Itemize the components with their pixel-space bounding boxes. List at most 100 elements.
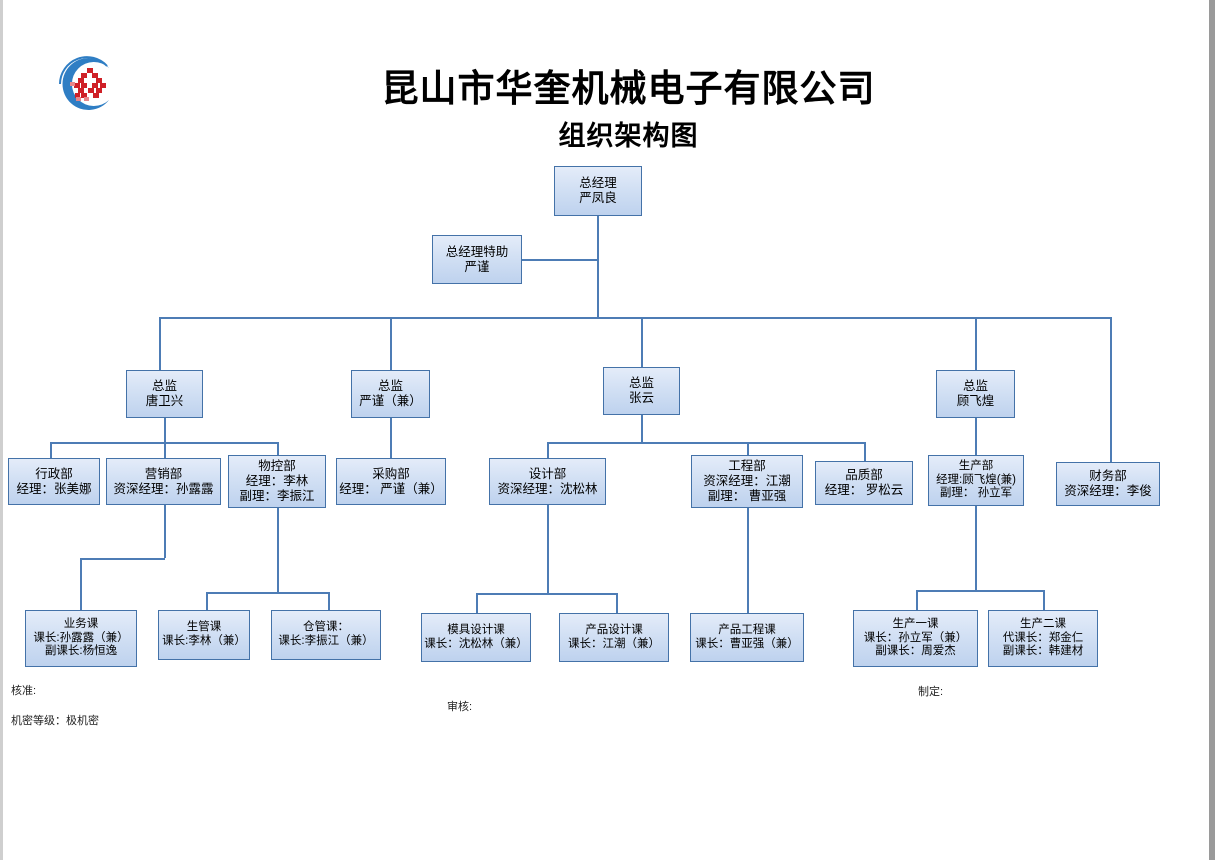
connector-admin-up bbox=[50, 442, 52, 458]
connector-design-down bbox=[547, 505, 549, 593]
node-dept-quality[interactable]: 品质部 经理： 罗松云 bbox=[815, 461, 913, 505]
node-line-2: 课长:李振江（兼） bbox=[278, 635, 374, 647]
connector-quality-up bbox=[864, 442, 866, 461]
connector-finance-up bbox=[1110, 317, 1112, 462]
node-dept-production[interactable]: 生产部 经理:顾飞煌(兼) 副理： 孙立军 bbox=[928, 455, 1024, 506]
node-line-2: 严谨（兼） bbox=[359, 394, 422, 408]
connector-dept-bus-mid bbox=[547, 442, 864, 444]
node-line-3: 副课长：韩建材 bbox=[1002, 645, 1084, 658]
footer-confidential: 机密等级：极机密 bbox=[11, 715, 99, 727]
node-line-2: 经理:顾飞煌(兼) bbox=[936, 473, 1016, 486]
node-line-1: 生产一课 bbox=[892, 618, 939, 631]
node-line-2: 严凤良 bbox=[579, 191, 617, 205]
node-section-product-design[interactable]: 产品设计课 课长：江潮（兼） bbox=[559, 613, 669, 662]
connector-pmc-bus bbox=[206, 592, 328, 594]
node-gm-assistant[interactable]: 总经理特助 严谨 bbox=[432, 235, 522, 284]
node-line-3: 副理： 孙立军 bbox=[939, 487, 1013, 500]
connector-dir1-down bbox=[164, 418, 166, 442]
node-line-2: 张云 bbox=[628, 391, 654, 405]
node-line-1: 财务部 bbox=[1089, 469, 1127, 484]
node-line-3: 副理：李振江 bbox=[239, 488, 315, 503]
connector-sec-wh-up bbox=[328, 592, 330, 610]
connector-sec-mold-up bbox=[476, 593, 478, 613]
node-dept-material-control[interactable]: 物控部 经理：李林 副理：李振江 bbox=[228, 455, 326, 508]
connector-sec-proddesign-up bbox=[616, 593, 618, 613]
node-line-2: 课长：孙立军（兼） bbox=[863, 631, 968, 644]
node-line-2: 课长:李林（兼） bbox=[162, 635, 246, 647]
node-section-mold-design[interactable]: 模具设计课 课长：沈松林（兼） bbox=[421, 613, 531, 662]
connector-gm-asst bbox=[522, 259, 598, 261]
node-line-1: 营销部 bbox=[144, 466, 183, 481]
connector-dir3-up bbox=[641, 317, 643, 367]
org-chart-canvas: 昆山市华奎机械电子有限公司 组织架构图 bbox=[3, 0, 1209, 860]
node-line-1: 工程部 bbox=[728, 459, 766, 474]
node-line-1: 总经理特助 bbox=[445, 244, 509, 259]
connector-director-bus bbox=[159, 317, 1111, 319]
node-dept-purchasing[interactable]: 采购部 经理： 严谨（兼） bbox=[336, 458, 446, 505]
node-line-1: 总监 bbox=[151, 379, 177, 394]
page-title: 昆山市华奎机械电子有限公司 bbox=[381, 69, 876, 110]
connector-engineer-up bbox=[747, 442, 749, 455]
node-director-tangweixing[interactable]: 总监 唐卫兴 bbox=[126, 370, 203, 418]
connector-matctrl-down bbox=[277, 508, 279, 592]
node-line-1: 仓管课： bbox=[303, 621, 349, 634]
node-line-1: 产品工程课 bbox=[718, 623, 776, 636]
connector-dir2-down bbox=[390, 418, 392, 458]
node-line-2: 唐卫兴 bbox=[145, 394, 184, 408]
node-line-2: 资深经理：沈松林 bbox=[497, 481, 598, 496]
connector-gm-down bbox=[597, 216, 599, 317]
node-line-1: 产品设计课 bbox=[585, 623, 643, 636]
footer-author: 制定: bbox=[918, 686, 944, 698]
node-section-production-control[interactable]: 生管课 课长:李林（兼） bbox=[158, 610, 250, 660]
node-line-2: 经理：李林 bbox=[245, 474, 309, 489]
node-general-manager[interactable]: 总经理 严凤良 bbox=[554, 166, 642, 216]
node-line-3: 副课长：周爱杰 bbox=[875, 645, 956, 658]
node-line-2: 严谨 bbox=[464, 259, 490, 274]
node-dept-finance[interactable]: 财务部 资深经理：李俊 bbox=[1056, 462, 1160, 506]
connector-engineer-down bbox=[747, 508, 749, 613]
node-line-1: 业务课 bbox=[63, 618, 99, 631]
node-dept-administration[interactable]: 行政部 经理：张美娜 bbox=[8, 458, 100, 505]
connector-matctrl-up bbox=[277, 442, 279, 455]
node-section-production-two[interactable]: 生产二课 代课长：郑金仁 副课长：韩建材 bbox=[988, 610, 1098, 667]
node-dept-marketing[interactable]: 营销部 资深经理：孙露露 bbox=[106, 458, 221, 505]
connector-sales-bus bbox=[80, 558, 165, 560]
connector-sec-prod2-up bbox=[1043, 590, 1045, 610]
node-line-3: 副课长:杨恒逸 bbox=[44, 645, 118, 658]
node-line-1: 生产部 bbox=[958, 460, 994, 473]
node-section-warehouse[interactable]: 仓管课： 课长:李振江（兼） bbox=[271, 610, 381, 660]
node-line-1: 总监 bbox=[377, 379, 403, 394]
connector-produce-down bbox=[975, 506, 977, 590]
node-line-2: 经理：张美娜 bbox=[16, 481, 92, 496]
node-line-1: 品质部 bbox=[845, 468, 883, 483]
node-line-1: 生管课 bbox=[186, 621, 222, 634]
node-section-production-one[interactable]: 生产一课 课长：孙立军（兼） 副课长：周爱杰 bbox=[853, 610, 978, 667]
node-line-2: 课长：沈松林（兼） bbox=[424, 637, 528, 650]
node-line-2: 资深经理：李俊 bbox=[1064, 484, 1152, 498]
node-line-1: 总监 bbox=[962, 379, 988, 394]
connector-sec-pmc-up bbox=[206, 592, 208, 610]
connector-design-up bbox=[547, 442, 549, 458]
node-dept-design[interactable]: 设计部 资深经理：沈松林 bbox=[489, 458, 606, 505]
connector-marketing-up bbox=[164, 442, 166, 458]
node-director-gufeihuang[interactable]: 总监 顾飞煌 bbox=[936, 370, 1015, 418]
connector-dir2-up bbox=[390, 317, 392, 370]
connector-design-bus bbox=[476, 593, 616, 595]
node-section-product-engineering[interactable]: 产品工程课 课长：曹亚强（兼） bbox=[690, 613, 804, 662]
node-director-yanjin[interactable]: 总监 严谨（兼） bbox=[351, 370, 430, 418]
connector-produce-bus bbox=[916, 590, 1043, 592]
node-line-2: 顾飞煌 bbox=[956, 394, 995, 408]
node-section-sales[interactable]: 业务课 课长:孙露露（兼） 副课长:杨恒逸 bbox=[25, 610, 137, 667]
node-line-3: 副理： 曹亚强 bbox=[707, 488, 787, 503]
node-director-zhangyun[interactable]: 总监 张云 bbox=[603, 367, 680, 415]
node-dept-engineering[interactable]: 工程部 资深经理：江潮 副理： 曹亚强 bbox=[691, 455, 803, 508]
node-line-2: 经理： 严谨（兼） bbox=[339, 481, 443, 496]
node-line-2: 代课长：郑金仁 bbox=[1002, 631, 1084, 644]
company-logo-icon bbox=[51, 52, 119, 116]
page-subtitle: 组织架构图 bbox=[558, 121, 699, 151]
connector-dir1-up bbox=[159, 317, 161, 370]
node-line-2: 经理： 罗松云 bbox=[824, 483, 904, 497]
node-line-1: 物控部 bbox=[258, 459, 296, 474]
node-line-2: 课长：江潮（兼） bbox=[568, 637, 660, 650]
